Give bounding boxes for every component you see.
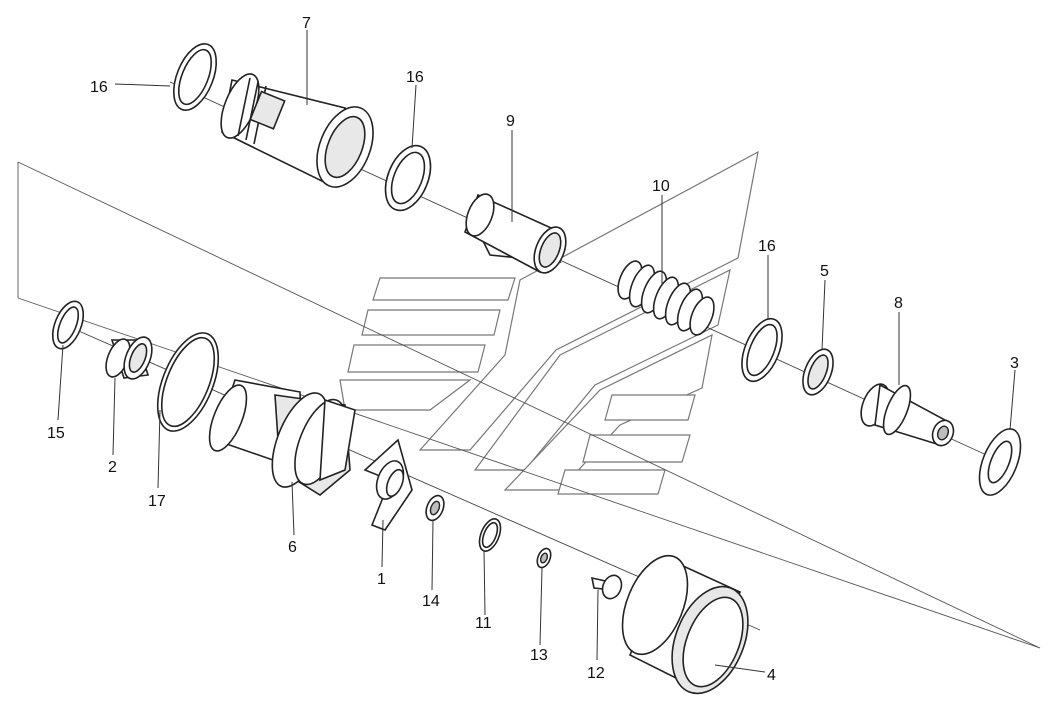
watermark-logo bbox=[339, 150, 759, 495]
callout-8: 8 bbox=[894, 295, 903, 312]
part-14-small-washer bbox=[425, 494, 445, 522]
part-11-small-ring bbox=[478, 518, 502, 552]
callout-9: 9 bbox=[506, 113, 515, 130]
part-7-housing bbox=[220, 73, 374, 188]
part-8-stem bbox=[860, 383, 955, 447]
callout-2: 2 bbox=[108, 459, 117, 476]
callout-labels: 16 7 16 9 10 16 5 8 3 15 2 17 6 1 14 11 … bbox=[47, 15, 1019, 684]
callout-15: 15 bbox=[47, 425, 65, 442]
callout-12: 12 bbox=[587, 665, 605, 682]
callout-1: 1 bbox=[377, 571, 386, 588]
callout-3: 3 bbox=[1010, 355, 1019, 372]
part-17-oring-large bbox=[156, 332, 220, 432]
callout-17: 17 bbox=[148, 493, 166, 510]
part-1-wing bbox=[363, 438, 413, 531]
callout-6: 6 bbox=[288, 539, 297, 556]
callout-16-right: 16 bbox=[758, 238, 776, 255]
part-16-oring-middle bbox=[384, 144, 432, 212]
part-15-ring bbox=[51, 300, 85, 350]
callout-7: 7 bbox=[302, 15, 311, 32]
part-16-oring-left bbox=[172, 43, 218, 111]
part-13-tiny-washer bbox=[536, 547, 552, 569]
callout-10: 10 bbox=[652, 178, 670, 195]
part-10-spring bbox=[617, 260, 715, 336]
leader-lines bbox=[57, 30, 1016, 673]
part-9-sleeve bbox=[464, 193, 567, 274]
part-5-washer bbox=[802, 348, 834, 396]
callout-13: 13 bbox=[530, 647, 548, 664]
part-3-flat-washer bbox=[978, 428, 1022, 496]
callout-14: 14 bbox=[422, 593, 440, 610]
callout-5: 5 bbox=[820, 263, 829, 280]
callout-11: 11 bbox=[475, 615, 492, 632]
part-16-oring-right bbox=[741, 317, 783, 383]
part-2-bushing bbox=[105, 336, 153, 380]
part-4-cap bbox=[621, 554, 749, 695]
part-6-main-body bbox=[208, 379, 356, 496]
callout-16-left: 16 bbox=[90, 79, 108, 96]
part-12-screw bbox=[590, 574, 623, 600]
callout-4: 4 bbox=[767, 667, 776, 684]
callout-16-middle: 16 bbox=[406, 69, 424, 86]
